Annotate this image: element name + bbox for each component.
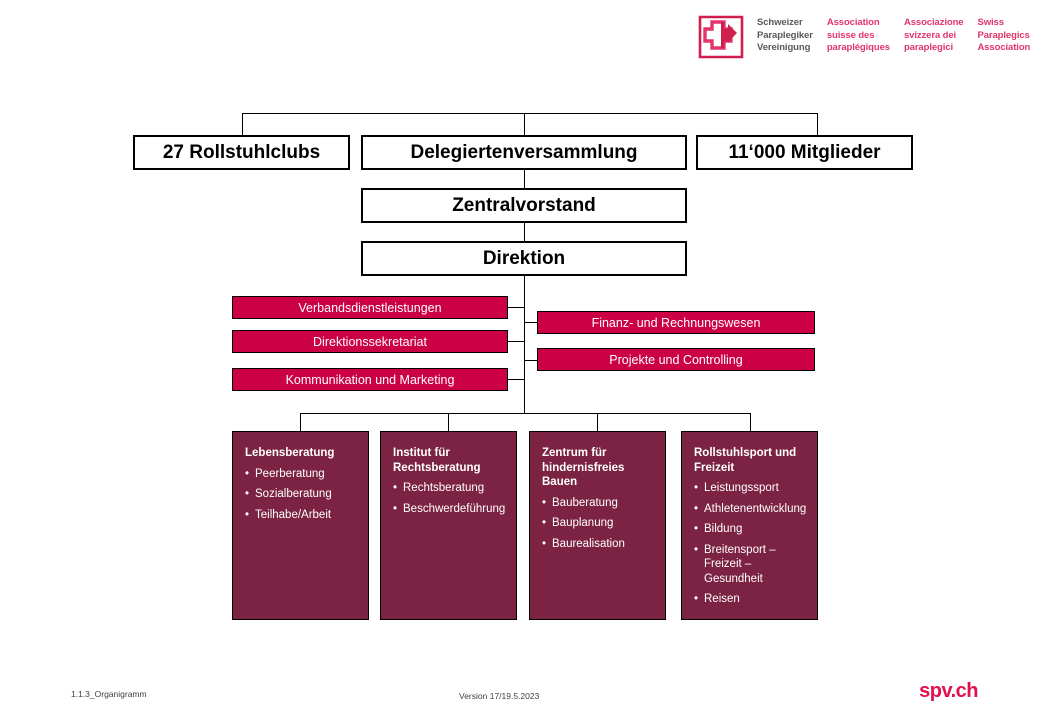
box-delegates-assembly[interactable]: Delegiertenversammlung bbox=[361, 135, 687, 170]
department-title: Rollstuhlsport und Freizeit bbox=[694, 447, 797, 474]
stub-finanz bbox=[524, 322, 537, 323]
box-wheelchair-clubs[interactable]: 27 Rollstuhlclubs bbox=[133, 135, 350, 170]
staff-bar-kommunikation-marketing[interactable]: Kommunikation und Marketing bbox=[232, 368, 508, 391]
staff-bar-verbandsdienstleistungen-label: Verbandsdienstleistungen bbox=[298, 300, 442, 315]
department-item-list: Rechtsberatung Beschwerdeführung bbox=[393, 481, 505, 517]
list-item: Rechtsberatung bbox=[393, 481, 504, 496]
department-panel-hindernisfreies-bauen[interactable]: Zentrum für hindernisfreies Bauen Bauber… bbox=[529, 431, 666, 620]
list-item: Bauberatung bbox=[542, 496, 653, 511]
connector-dept-4 bbox=[750, 413, 751, 431]
staff-bar-finanz-rechnungswesen[interactable]: Finanz- und Rechnungswesen bbox=[537, 311, 815, 334]
department-title: Institut für Rechtsberatung bbox=[393, 447, 481, 474]
staff-bar-direktionssekretariat[interactable]: Direktionssekretariat bbox=[232, 330, 508, 353]
connector-board-direction bbox=[524, 223, 525, 241]
box-direction[interactable]: Direktion bbox=[361, 241, 687, 276]
staff-bar-finanz-rechnungswesen-label: Finanz- und Rechnungswesen bbox=[591, 315, 761, 330]
box-wheelchair-clubs-label: 27 Rollstuhlclubs bbox=[162, 141, 321, 163]
logo-lang-it: Associazione svizzera dei paraplegici bbox=[903, 17, 964, 53]
staff-bar-verbandsdienstleistungen[interactable]: Verbandsdienstleistungen bbox=[232, 296, 508, 319]
staff-bar-projekte-controlling[interactable]: Projekte und Controlling bbox=[537, 348, 815, 371]
staff-bar-projekte-controlling-label: Projekte und Controlling bbox=[609, 352, 743, 367]
direction-spine-line bbox=[524, 276, 525, 413]
connector-dept-3 bbox=[597, 413, 598, 431]
list-item: Reisen bbox=[694, 592, 805, 607]
footer-document-id: 1.1.3_Organigramm bbox=[71, 689, 147, 699]
list-item: Baurealisation bbox=[542, 537, 653, 552]
box-members[interactable]: 11‘000 Mitglieder bbox=[696, 135, 913, 170]
list-item: Athletenentwicklung bbox=[694, 502, 806, 517]
department-title: Lebensberatung bbox=[245, 447, 335, 459]
box-central-board[interactable]: Zentralvorstand bbox=[361, 188, 687, 223]
department-item-list: Leistungssport Athletenentwicklung Bildu… bbox=[694, 481, 806, 607]
association-logo: Schweizer Paraplegiker Vereinigung Assoc… bbox=[697, 14, 1030, 62]
list-item: Breitensport – Freizeit – Gesundheit bbox=[694, 543, 805, 587]
department-title: Zentrum für hindernisfreies Bauen bbox=[542, 447, 625, 488]
list-item: Bauplanung bbox=[542, 516, 653, 531]
logo-lang-fr: Association suisse des paraplégiques bbox=[826, 17, 890, 53]
department-panel-rollstuhlsport-freizeit[interactable]: Rollstuhlsport und Freizeit Leistungsspo… bbox=[681, 431, 818, 620]
logo-lang-en: Swiss Paraplegics Association bbox=[977, 17, 1031, 53]
list-item: Teilhabe/Arbeit bbox=[245, 508, 356, 523]
stub-projekte bbox=[524, 360, 537, 361]
stub-verbandsdienstleistungen bbox=[508, 307, 525, 308]
connector-to-assembly bbox=[524, 113, 525, 135]
paraplegics-cross-icon bbox=[697, 14, 745, 60]
footer-brand-spvch: spv.ch bbox=[919, 680, 978, 702]
footer-version: Version 17/19.5.2023 bbox=[459, 691, 540, 701]
box-direction-label: Direktion bbox=[482, 247, 566, 269]
box-members-label: 11‘000 Mitglieder bbox=[728, 141, 881, 163]
list-item: Peerberatung bbox=[245, 467, 356, 482]
stub-direktionssekretariat bbox=[508, 341, 525, 342]
box-delegates-assembly-label: Delegiertenversammlung bbox=[410, 141, 638, 163]
top-bus-line bbox=[242, 113, 818, 114]
department-bus-line bbox=[300, 413, 750, 414]
department-panel-institut-rechtsberatung[interactable]: Institut für Rechtsberatung Rechtsberatu… bbox=[380, 431, 517, 620]
logo-language-list: Schweizer Paraplegiker Vereinigung Assoc… bbox=[757, 14, 1030, 55]
box-central-board-label: Zentralvorstand bbox=[452, 194, 596, 216]
list-item: Bildung bbox=[694, 522, 805, 537]
department-panel-lebensberatung[interactable]: Lebensberatung Peerberatung Sozialberatu… bbox=[232, 431, 369, 620]
department-item-list: Peerberatung Sozialberatung Teilhabe/Arb… bbox=[245, 467, 356, 523]
connector-to-members bbox=[817, 113, 818, 135]
list-item: Beschwerdeführung bbox=[393, 502, 505, 517]
department-item-list: Bauberatung Bauplanung Baurealisation bbox=[542, 496, 653, 552]
list-item: Leistungssport bbox=[694, 481, 805, 496]
connector-dept-1 bbox=[300, 413, 301, 431]
staff-bar-kommunikation-marketing-label: Kommunikation und Marketing bbox=[285, 372, 455, 387]
connector-assembly-board bbox=[524, 170, 525, 188]
connector-dept-2 bbox=[448, 413, 449, 431]
stub-kommunikation bbox=[508, 379, 525, 380]
logo-lang-de: Schweizer Paraplegiker Vereinigung bbox=[757, 17, 813, 53]
connector-to-clubs bbox=[242, 113, 243, 135]
list-item: Sozialberatung bbox=[245, 487, 356, 502]
staff-bar-direktionssekretariat-label: Direktionssekretariat bbox=[313, 334, 427, 349]
